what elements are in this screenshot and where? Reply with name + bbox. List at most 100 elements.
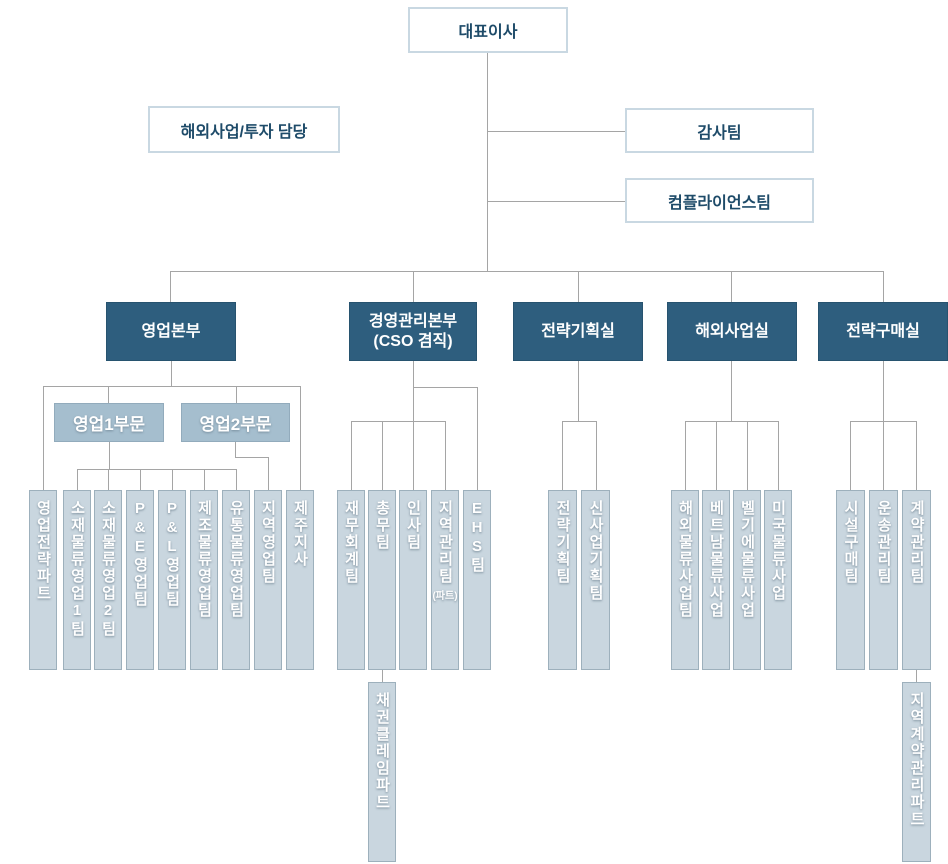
connector-line	[883, 361, 884, 490]
connector-line	[382, 421, 383, 490]
team-box: P&E영업팀	[126, 490, 154, 670]
connector-line	[747, 421, 748, 490]
team-label: 벨기에물류사업	[738, 500, 756, 619]
connector-line	[562, 421, 563, 490]
team-label: 미국물류사업	[769, 500, 787, 602]
connector-line	[170, 271, 884, 272]
team-box: 제조물류영업팀	[190, 490, 218, 670]
compliance-team-box: 컴플라이언스팀	[625, 178, 814, 223]
team-label: 전략기획팀	[554, 500, 571, 585]
compliance-team-label: 컴플라이언스팀	[667, 194, 772, 212]
connector-line	[596, 421, 597, 490]
hq-overseas-business-box: 해외사업실	[667, 302, 797, 361]
connector-line	[731, 361, 732, 421]
connector-line	[578, 361, 579, 421]
team-label: 소재물류영업2팀	[99, 500, 117, 638]
connector-line	[351, 421, 352, 490]
team-box: EHS팀	[463, 490, 491, 670]
team-label: 해외물류사업팀	[676, 500, 694, 619]
team-label: 베트남물류사업	[707, 500, 725, 619]
team-box: 재무회계팀	[337, 490, 365, 670]
team-label: 제주지사	[291, 500, 309, 568]
hq-management-label: 경영관리본부	[368, 312, 458, 330]
team-label: 계약관리팀	[908, 500, 925, 585]
sales-division-1-label: 영업1부문	[72, 415, 145, 434]
connector-line	[43, 386, 44, 490]
connector-line	[487, 53, 488, 271]
team-label: 제조물류영업팀	[195, 500, 213, 619]
hq-management-sublabel: (CSO 겸직)	[373, 332, 453, 350]
team-box: 유통물류영업팀	[222, 490, 250, 670]
connector-line	[883, 271, 884, 302]
connector-line	[778, 421, 779, 490]
ceo-label: 대표이사	[458, 24, 518, 41]
sub-part-label: 채권클레임파트	[373, 692, 391, 811]
team-box: 벨기에물류사업	[733, 490, 761, 670]
connector-line	[236, 386, 237, 403]
team-label: 유통물류영업팀	[227, 500, 245, 619]
connector-line	[850, 421, 916, 422]
connector-line	[413, 271, 414, 302]
team-box: 시설구매팀	[836, 490, 865, 670]
team-box: 지역영업팀	[254, 490, 282, 670]
connector-line	[477, 387, 478, 490]
sub-part-box: 채권클레임파트	[368, 682, 396, 862]
connector-line	[487, 131, 625, 132]
ceo-box: 대표이사	[408, 7, 568, 53]
connector-line	[850, 421, 851, 490]
team-box: 소재물류영업2팀	[94, 490, 122, 670]
team-box: 영업전략파트	[29, 490, 57, 670]
sales-division-2-box: 영업2부문	[181, 403, 290, 442]
team-box: 총무팀	[368, 490, 396, 670]
team-box: 계약관리팀	[902, 490, 931, 670]
sales-division-1-box: 영업1부문	[54, 403, 164, 442]
hq-strategic-purchasing-box: 전략구매실	[818, 302, 948, 361]
connector-line	[236, 469, 237, 490]
connector-line	[77, 469, 237, 470]
team-box: 제주지사	[286, 490, 314, 670]
connector-line	[413, 361, 414, 490]
hq-overseas-business-label: 해외사업실	[695, 322, 769, 340]
team-label: EHS팀	[468, 500, 486, 574]
connector-line	[77, 469, 78, 490]
sales-division-2-label: 영업2부문	[199, 415, 272, 434]
connector-line	[170, 271, 171, 302]
connector-line	[916, 670, 917, 682]
audit-team-box: 감사팀	[625, 108, 814, 153]
team-box: 인사팀	[399, 490, 427, 670]
team-label: P&E영업팀	[131, 500, 149, 608]
connector-line	[445, 421, 446, 490]
connector-line	[716, 421, 717, 490]
sub-part-box: 지역계약관리파트	[902, 682, 931, 862]
team-label: P&L영업팀	[163, 500, 181, 608]
hq-strategic-planning-box: 전략기획실	[513, 302, 643, 361]
team-label: 소재물류영업1팀	[68, 500, 86, 638]
connector-line	[685, 421, 778, 422]
team-label: 총무팀	[373, 500, 391, 551]
connector-line	[235, 442, 236, 457]
team-label: 영업전략파트	[34, 500, 52, 602]
hq-sales-label: 영업본부	[141, 322, 201, 340]
connector-line	[578, 271, 579, 302]
connector-line	[171, 361, 172, 386]
hq-management-box: 경영관리본부 (CSO 겸직)	[349, 302, 477, 361]
connector-line	[235, 457, 268, 458]
sub-part-label: 지역계약관리파트	[908, 692, 925, 828]
connector-line	[685, 421, 686, 490]
connector-line	[108, 469, 109, 490]
team-label: 시설구매팀	[842, 500, 859, 585]
connector-line	[204, 469, 205, 490]
connector-line	[562, 421, 596, 422]
team-box: 신사업기획팀	[581, 490, 610, 670]
team-box: 운송관리팀	[869, 490, 898, 670]
team-box: 소재물류영업1팀	[63, 490, 91, 670]
hq-strategic-purchasing-label: 전략구매실	[846, 322, 920, 340]
connector-line	[109, 442, 110, 469]
team-box: 해외물류사업팀	[671, 490, 699, 670]
advisor-label: 해외사업/투자 담당	[180, 123, 308, 141]
team-label: 지역영업팀	[259, 500, 277, 585]
team-box: 전략기획팀	[548, 490, 577, 670]
connector-line	[916, 421, 917, 490]
connector-line	[140, 469, 141, 490]
